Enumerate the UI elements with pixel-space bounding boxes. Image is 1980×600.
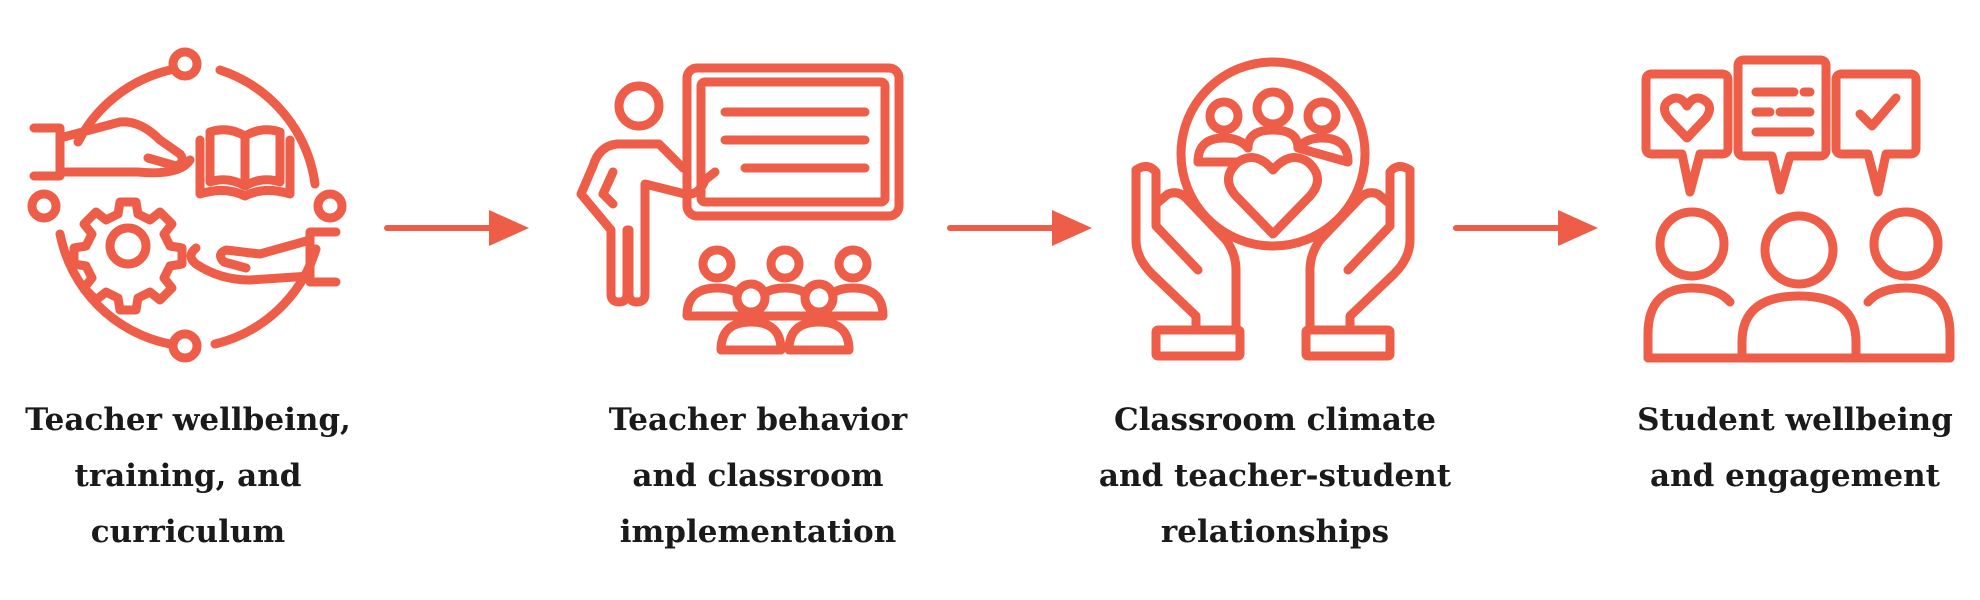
arrow-right-icon [383,208,533,248]
caption-line: Teacher behavior [608,402,908,438]
teacher-presentation-icon [575,44,905,374]
caption-line: Student wellbeing [1637,402,1953,438]
step-4-caption: Student wellbeing and engagement [1605,392,1980,504]
step-2-caption: Teacher behavior and classroom implement… [568,392,948,560]
caption-line: training, and [74,458,302,494]
caption-line: implementation [619,514,897,550]
step-1-caption: Teacher wellbeing, training, and curricu… [0,392,378,560]
caption-line: relationships [1160,514,1390,550]
caption-line: curriculum [90,514,286,550]
caption-line: and classroom [632,458,884,494]
student-feedback-icon [1634,44,1964,374]
arrow-right-icon [946,208,1096,248]
care-cycle-icon [20,44,350,374]
caption-line: Teacher wellbeing, [25,402,351,438]
arrow-right-icon [1452,208,1602,248]
step-3-caption: Classroom climate and teacher-student re… [1085,392,1465,560]
caption-line: and teacher-student [1098,458,1452,494]
caption-line: and engagement [1650,458,1940,494]
caption-line: Classroom climate [1113,402,1437,438]
hands-community-icon [1108,44,1438,374]
